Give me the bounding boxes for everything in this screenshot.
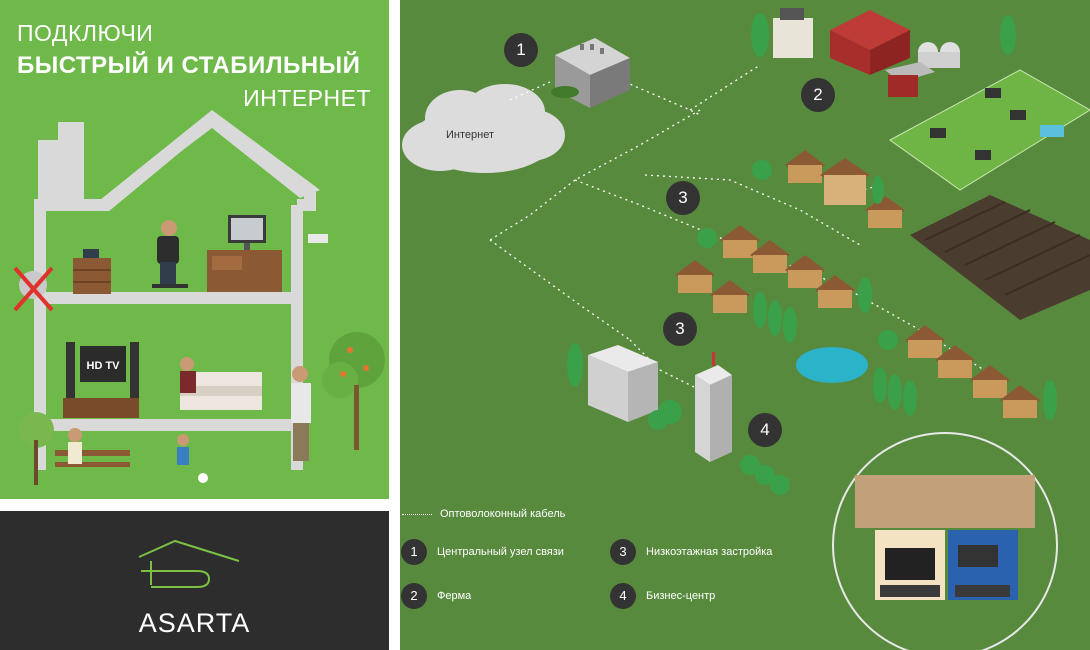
business-center-icon [588, 345, 790, 495]
central-node-building-icon [551, 38, 630, 108]
inset-home-icon [832, 432, 1058, 650]
house-illustration: HD TV [13, 110, 385, 485]
trees-icon [567, 160, 1057, 420]
badge-business-center: 4 [748, 413, 782, 447]
internet-cloud-label: Интернет [446, 129, 494, 141]
legend-label: Центральный узел связи [437, 546, 564, 558]
pond-icon [796, 347, 868, 383]
legend-number: 2 [401, 583, 427, 609]
badge-low-rise-1: 3 [666, 181, 700, 215]
legend-cable: Оптоволоконный кабель [402, 508, 565, 520]
headline-line-3: Интернет [243, 85, 371, 111]
badge-central-node: 1 [504, 33, 538, 67]
asarta-logo-mark-icon [138, 539, 240, 588]
legend-number: 1 [401, 539, 427, 565]
headline-line-1: Подключи [17, 20, 154, 46]
headline-line-2: Быстрый и стабильный [17, 52, 361, 79]
low-rise-houses-icon [675, 150, 1040, 418]
legend-label: Бизнес-центр [646, 590, 716, 602]
plowed-field-icon [910, 195, 1090, 320]
network-map-illustration [402, 8, 1090, 650]
logo-wordmark: ASARTA [138, 608, 251, 638]
farm-icon [751, 8, 1090, 191]
badge-farm: 2 [801, 78, 835, 112]
legend-number: 4 [610, 583, 636, 609]
legend-cable-label: Оптоволоконный кабель [440, 508, 566, 520]
internet-cloud-icon [402, 84, 565, 173]
network-map: Интернет 1 2 3 3 4 Оптоволоконный кабель… [400, 0, 1090, 650]
badge-low-rise-2: 3 [663, 312, 697, 346]
promo-panel: HD TV Подключи Быстрый и стабильный Инте… [0, 0, 389, 499]
cable-line-icon [402, 513, 432, 515]
legend-number: 3 [610, 539, 636, 565]
legend-label: Ферма [437, 590, 472, 602]
tv-label: HD TV [87, 360, 121, 372]
logo-panel: ASARTA [0, 511, 389, 650]
legend-label: Низкоэтажная застройка [646, 546, 773, 558]
field-rows [924, 201, 1090, 296]
